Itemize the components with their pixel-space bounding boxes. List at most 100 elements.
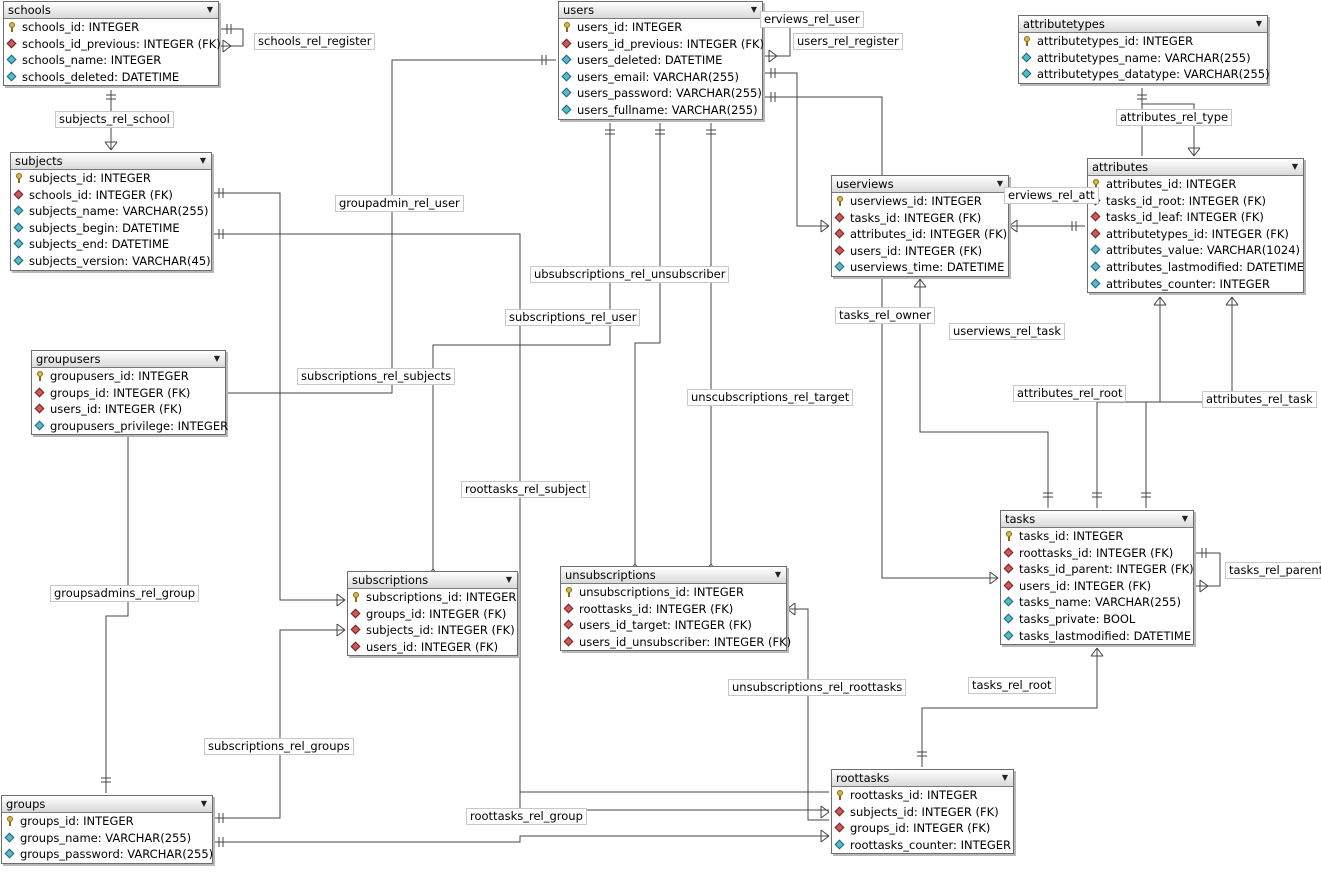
field-row[interactable]: attributes_counter: INTEGER xyxy=(1088,276,1303,293)
table-attributetypes[interactable]: attributetypes▼ attributetypes_id: INTEG… xyxy=(1018,15,1270,84)
field-row[interactable]: subjects_name: VARCHAR(255) xyxy=(11,203,211,220)
dropdown-arrow-icon[interactable]: ▼ xyxy=(505,575,512,584)
field-row[interactable]: groups_id: INTEGER (FK) xyxy=(32,385,225,402)
relation-label[interactable]: roottasks_rel_group xyxy=(466,808,587,825)
field-row[interactable]: users_id_target: INTEGER (FK) xyxy=(561,617,786,634)
dropdown-arrow-icon[interactable]: ▼ xyxy=(200,799,207,808)
table-subscriptions[interactable]: subscriptions▼ subscriptions_id: INTEGER… xyxy=(347,571,518,657)
relation-label[interactable]: subscriptions_rel_subjects xyxy=(297,368,456,385)
field-row[interactable]: subjects_id: INTEGER xyxy=(11,170,211,187)
field-row[interactable]: attributes_lastmodified: DATETIME xyxy=(1088,259,1304,276)
relation-label[interactable]: subscriptions_rel_user xyxy=(505,309,641,326)
relation-label[interactable]: erviews_rel_att xyxy=(1004,187,1099,204)
table-header[interactable]: userviews▼ xyxy=(832,176,1008,193)
field-row[interactable]: groupusers_privilege: INTEGER xyxy=(32,418,228,435)
field-row[interactable]: users_deleted: DATETIME xyxy=(559,52,762,69)
field-row[interactable]: tasks_id_leaf: INTEGER (FK) xyxy=(1088,209,1303,226)
relation-label[interactable]: schools_rel_register xyxy=(254,33,376,50)
relation-label[interactable]: unscubscriptions_rel_target xyxy=(687,389,854,406)
field-row[interactable]: tasks_lastmodified: DATETIME xyxy=(1001,628,1193,645)
field-row[interactable]: users_id: INTEGER (FK) xyxy=(348,639,517,656)
dropdown-arrow-icon[interactable]: ▼ xyxy=(1291,162,1298,171)
field-row[interactable]: schools_id: INTEGER xyxy=(4,19,218,36)
table-unsubscriptions[interactable]: unsubscriptions▼ unsubscriptions_id: INT… xyxy=(560,566,791,652)
table-header[interactable]: groupusers▼ xyxy=(32,351,225,368)
relation-label[interactable]: ubsubscriptions_rel_unsubscriber xyxy=(530,266,730,283)
field-row[interactable]: schools_name: INTEGER xyxy=(4,52,218,69)
field-row[interactable]: subscriptions_id: INTEGER xyxy=(348,589,517,606)
field-row[interactable]: users_fullname: VARCHAR(255) xyxy=(559,102,762,119)
field-row[interactable]: tasks_private: BOOL xyxy=(1001,611,1193,628)
relation-label[interactable]: tasks_rel_parent xyxy=(1225,562,1321,579)
field-row[interactable]: attributetypes_name: VARCHAR(255) xyxy=(1019,50,1267,67)
relation-label[interactable]: erviews_rel_user xyxy=(760,11,864,28)
field-row[interactable]: attributetypes_datatype: VARCHAR(255) xyxy=(1019,66,1270,83)
field-row[interactable]: subjects_id: INTEGER (FK) xyxy=(832,804,1013,821)
relation-label[interactable]: tasks_rel_root xyxy=(968,677,1056,694)
dropdown-arrow-icon[interactable]: ▼ xyxy=(774,570,781,579)
relation-label[interactable]: users_rel_register xyxy=(793,33,903,50)
field-row[interactable]: attributetypes_id: INTEGER xyxy=(1019,33,1267,50)
field-row[interactable]: schools_id_previous: INTEGER (FK) xyxy=(4,36,221,53)
field-row[interactable]: schools_id: INTEGER (FK) xyxy=(11,187,211,204)
field-row[interactable]: groupusers_id: INTEGER xyxy=(32,368,225,385)
table-header[interactable]: schools▼ xyxy=(4,2,218,19)
dropdown-arrow-icon[interactable]: ▼ xyxy=(199,156,206,165)
dropdown-arrow-icon[interactable]: ▼ xyxy=(750,5,757,14)
table-header[interactable]: attributetypes▼ xyxy=(1019,16,1267,33)
dropdown-arrow-icon[interactable]: ▼ xyxy=(206,5,213,14)
field-row[interactable]: tasks_name: VARCHAR(255) xyxy=(1001,594,1193,611)
field-row[interactable]: roottasks_counter: INTEGER xyxy=(832,837,1013,854)
field-row[interactable]: roottasks_id: INTEGER xyxy=(832,787,1013,804)
field-row[interactable]: subjects_version: VARCHAR(45) xyxy=(11,253,211,270)
field-row[interactable]: groups_name: VARCHAR(255) xyxy=(2,830,212,847)
field-row[interactable]: groups_id: INTEGER (FK) xyxy=(348,606,517,623)
relation-label[interactable]: attributes_rel_type xyxy=(1116,109,1233,126)
field-row[interactable]: tasks_id_root: INTEGER (FK) xyxy=(1088,193,1303,210)
field-row[interactable]: groups_password: VARCHAR(255) xyxy=(2,846,213,863)
table-header[interactable]: groups▼ xyxy=(2,796,212,813)
relation-label[interactable]: groupsadmins_rel_group xyxy=(50,585,200,602)
relation-label[interactable]: roottasks_rel_subject xyxy=(461,481,591,498)
field-row[interactable]: users_id: INTEGER (FK) xyxy=(832,243,1008,260)
table-subjects[interactable]: subjects▼ subjects_id: INTEGER schools_i… xyxy=(10,152,212,271)
relation-label[interactable]: attributes_rel_task xyxy=(1202,391,1317,408)
field-row[interactable]: groups_id: INTEGER xyxy=(2,813,212,830)
relation-label[interactable]: subjects_rel_school xyxy=(55,111,174,128)
field-row[interactable]: userviews_id: INTEGER xyxy=(832,193,1008,210)
field-row[interactable]: groups_id: INTEGER (FK) xyxy=(832,820,1013,837)
relation-label[interactable]: unsubscriptions_rel_roottasks xyxy=(728,679,907,696)
table-header[interactable]: roottasks▼ xyxy=(832,770,1013,787)
field-row[interactable]: tasks_id: INTEGER xyxy=(1001,528,1193,545)
table-header[interactable]: tasks▼ xyxy=(1001,511,1193,528)
field-row[interactable]: users_id_unsubscriber: INTEGER (FK) xyxy=(561,634,791,651)
field-row[interactable]: users_id: INTEGER xyxy=(559,19,762,36)
field-row[interactable]: roottasks_id: INTEGER (FK) xyxy=(1001,545,1193,562)
field-row[interactable]: attributetypes_id: INTEGER (FK) xyxy=(1088,226,1303,243)
table-header[interactable]: subscriptions▼ xyxy=(348,572,517,589)
dropdown-arrow-icon[interactable]: ▼ xyxy=(996,179,1003,188)
field-row[interactable]: userviews_time: DATETIME xyxy=(832,259,1008,276)
table-userviews[interactable]: userviews▼ userviews_id: INTEGER tasks_i… xyxy=(831,175,1009,277)
relation-label[interactable]: tasks_rel_owner xyxy=(835,307,935,324)
field-row[interactable]: attributes_id: INTEGER (FK) xyxy=(832,226,1008,243)
table-header[interactable]: users▼ xyxy=(559,2,762,19)
relation-label[interactable]: attributes_rel_root xyxy=(1013,385,1127,402)
field-row[interactable]: attributes_value: VARCHAR(1024) xyxy=(1088,242,1303,259)
field-row[interactable]: users_email: VARCHAR(255) xyxy=(559,69,762,86)
field-row[interactable]: tasks_id_parent: INTEGER (FK) xyxy=(1001,561,1194,578)
field-row[interactable]: users_id: INTEGER (FK) xyxy=(32,401,225,418)
table-schools[interactable]: schools▼ schools_id: INTEGER schools_id_… xyxy=(3,1,221,87)
field-row[interactable]: users_password: VARCHAR(255) xyxy=(559,85,762,102)
relation-label[interactable]: subscriptions_rel_groups xyxy=(204,738,354,755)
table-attributes[interactable]: attributes▼ attributes_id: INTEGER tasks… xyxy=(1087,158,1304,294)
dropdown-arrow-icon[interactable]: ▼ xyxy=(1001,773,1008,782)
field-row[interactable]: unsubscriptions_id: INTEGER xyxy=(561,584,786,601)
table-header[interactable]: attributes▼ xyxy=(1088,159,1303,176)
dropdown-arrow-icon[interactable]: ▼ xyxy=(213,354,220,363)
table-groupusers[interactable]: groupusers▼ groupusers_id: INTEGER group… xyxy=(31,350,228,436)
field-row[interactable]: subjects_end: DATETIME xyxy=(11,236,211,253)
table-groups[interactable]: groups▼ groups_id: INTEGER groups_name: … xyxy=(1,795,213,864)
table-header[interactable]: unsubscriptions▼ xyxy=(561,567,786,584)
table-users[interactable]: users▼ users_id: INTEGER users_id_previo… xyxy=(558,1,764,120)
